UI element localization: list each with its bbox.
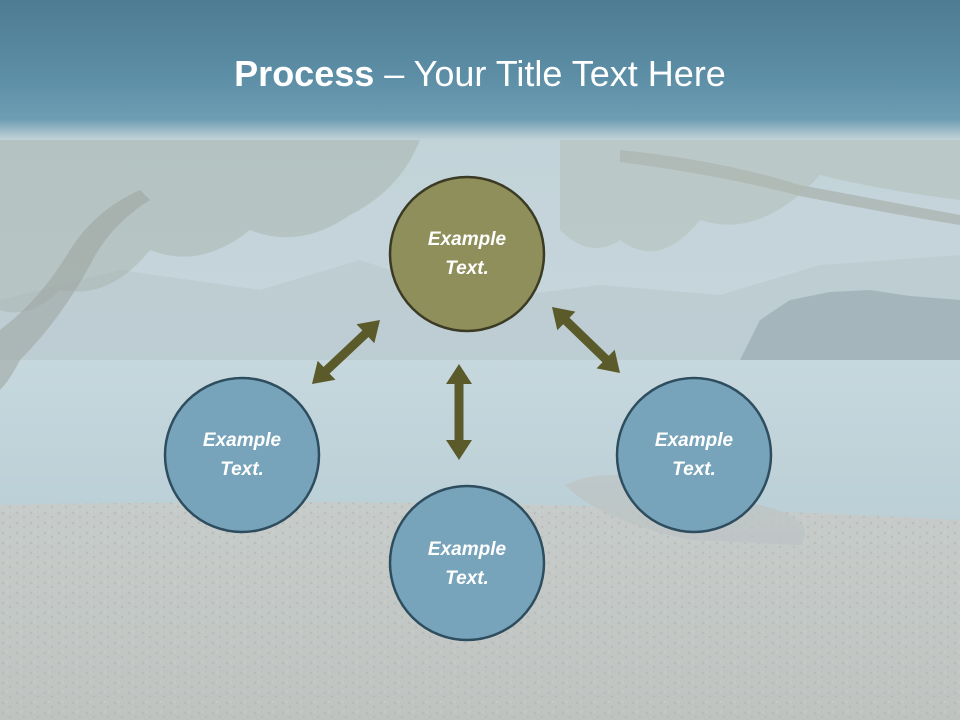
arrows-layer (312, 307, 620, 460)
node-circle-right (615, 376, 773, 534)
node-label-right: Example Text. (654, 430, 734, 480)
double-arrow-top-left (312, 320, 380, 384)
title-band (0, 0, 960, 140)
title-bold-part: Process (234, 53, 375, 94)
node-label-left: Example Text. (202, 430, 282, 480)
node-circle-bottom (388, 484, 546, 642)
node-label-bottom: Example Text. (427, 539, 507, 589)
nodes-layer (163, 175, 773, 642)
title-rest: Your Title Text Here (413, 53, 726, 94)
node-circle-left (163, 376, 321, 534)
double-arrow-top-right (552, 307, 620, 373)
node-circle-top (388, 175, 546, 333)
double-arrow-top-bottom (446, 364, 472, 460)
node-label-top: Example Text. (427, 229, 507, 279)
title-separator: – (374, 53, 414, 94)
page-title: Process – Your Title Text Here (0, 52, 960, 96)
